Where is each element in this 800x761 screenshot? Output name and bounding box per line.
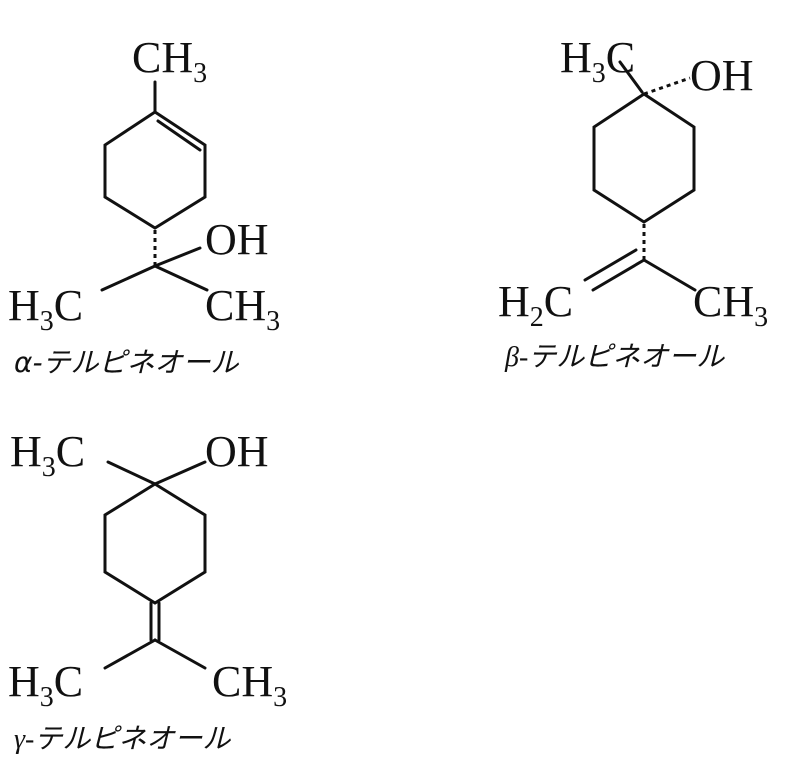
beta-hydroxyl-label: OH xyxy=(690,51,754,100)
gamma-caption: γ-テルピネオール xyxy=(14,724,231,755)
gamma-hydroxyl-label: OH xyxy=(205,427,269,476)
gamma-terpineol: H3C OH H3C CH3 γ-テルピネオール xyxy=(8,427,287,755)
gamma-top-methyl-label: H3C xyxy=(10,427,85,483)
alpha-hydroxyl-label: OH xyxy=(205,215,269,264)
beta-top-methyl-label: H3C xyxy=(560,33,635,89)
beta-caption: β-テルピネオール xyxy=(504,342,725,373)
alpha-bonds xyxy=(100,80,209,292)
gamma-left-methyl-label: H3C xyxy=(8,657,83,713)
alpha-caption: α-テルピネオール xyxy=(14,346,240,379)
alpha-right-methyl-label: CH3 xyxy=(205,281,280,337)
gamma-bonds xyxy=(103,460,207,670)
beta-bonds xyxy=(583,60,697,292)
alpha-left-methyl-label: H3C xyxy=(8,281,83,337)
alpha-top-methyl-label: CH3 xyxy=(132,33,207,89)
alpha-terpineol: CH3 OH H3C CH3 α-テルピネオール xyxy=(8,33,280,379)
beta-terpineol: H3C OH H2C CH3 β-テルピネオール xyxy=(498,33,768,373)
beta-methylene-label: H2C xyxy=(498,277,573,333)
beta-right-methyl-label: CH3 xyxy=(693,277,768,333)
gamma-right-methyl-label: CH3 xyxy=(212,657,287,713)
